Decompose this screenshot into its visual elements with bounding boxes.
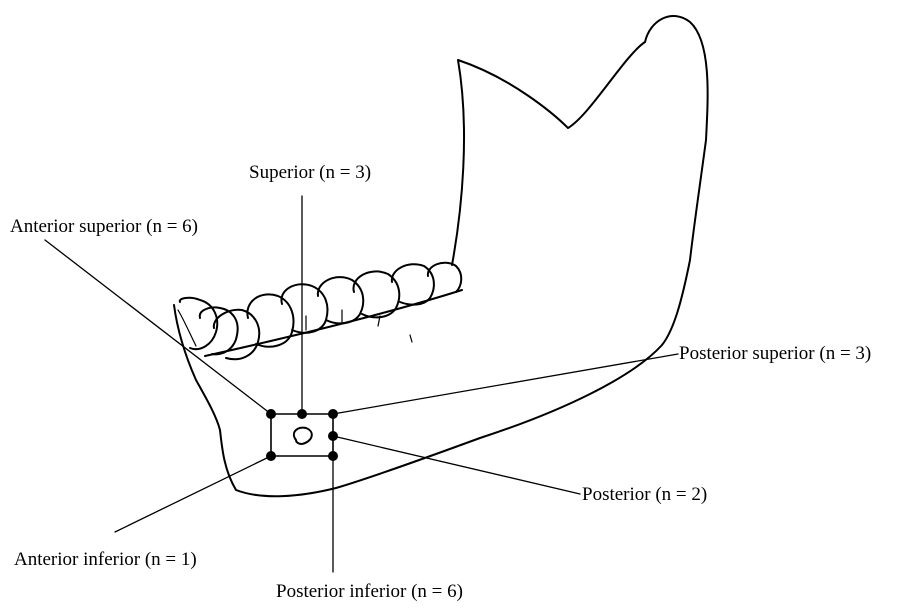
mental-foramen [294, 428, 312, 444]
reference-rectangle [271, 414, 333, 456]
points [266, 409, 338, 461]
label-posterior: Posterior (n = 2) [582, 485, 707, 504]
label-posterior-superior: Posterior superior (n = 3) [679, 344, 871, 363]
leader-posterior-superior [333, 354, 678, 414]
point-posterior-inferior [328, 451, 338, 461]
mandible-outline [174, 16, 708, 496]
label-superior: Superior (n = 3) [249, 163, 371, 182]
label-anterior-superior: Anterior superior (n = 6) [10, 217, 198, 236]
teeth [178, 263, 461, 359]
leader-lines [45, 196, 678, 572]
point-posterior [328, 431, 338, 441]
point-posterior-superior [328, 409, 338, 419]
label-posterior-inferior: Posterior inferior (n = 6) [276, 582, 463, 601]
point-anterior-inferior [266, 451, 276, 461]
label-anterior-inferior: Anterior inferior (n = 1) [14, 550, 197, 569]
point-anterior-superior [266, 409, 276, 419]
point-superior [297, 409, 307, 419]
leader-posterior [333, 436, 580, 494]
